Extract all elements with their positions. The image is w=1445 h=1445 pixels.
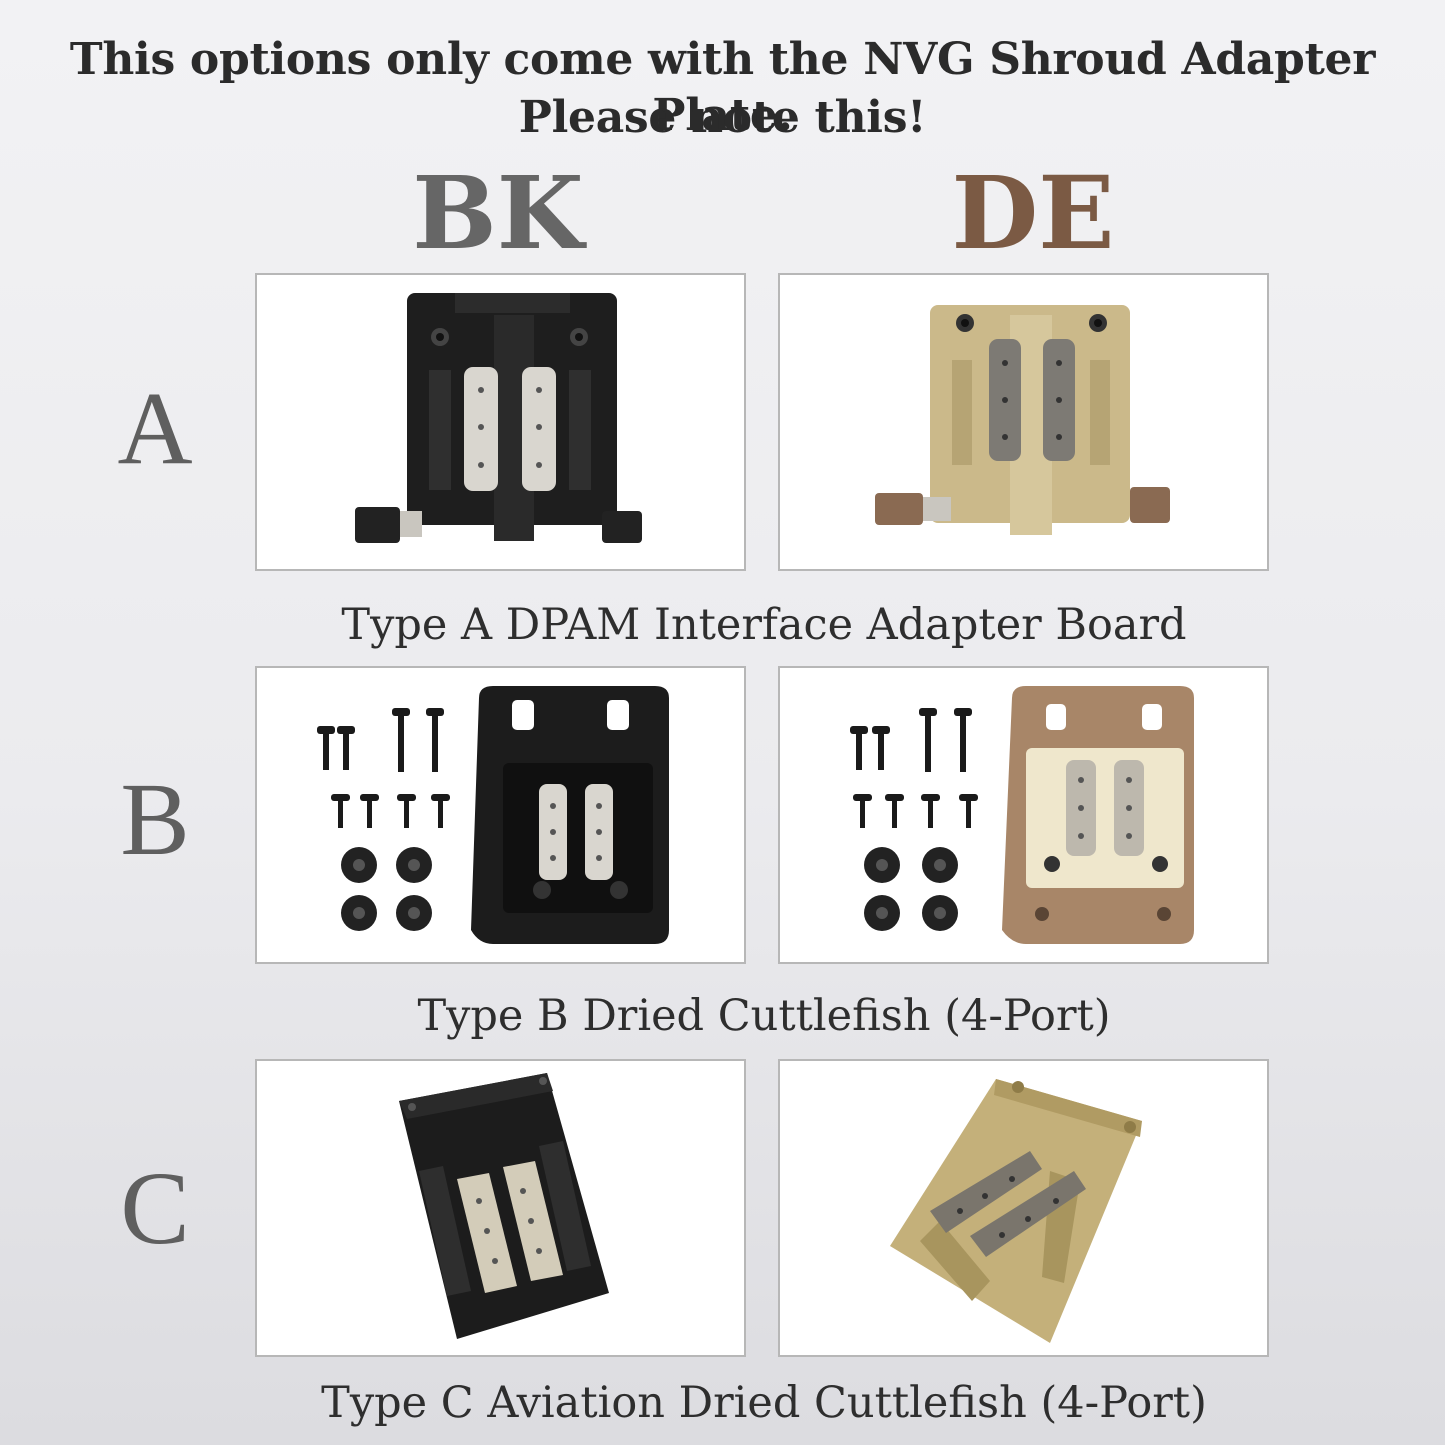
row-letter-b: B	[120, 762, 190, 877]
panel-c-bk[interactable]	[255, 1059, 746, 1357]
panel-c-de[interactable]	[778, 1059, 1269, 1357]
caption-type-c: Type C Aviation Dried Cuttlefish (4-Port…	[321, 1378, 1207, 1428]
caption-type-b: Type B Dried Cuttlefish (4-Port)	[417, 991, 1111, 1041]
adapter-a-bk-image	[355, 293, 642, 543]
adapter-c-bk-image	[399, 1073, 609, 1339]
panel-a-de[interactable]	[778, 273, 1269, 571]
headline-line-2: Please note this!	[518, 92, 927, 143]
adapter-b-bk-image	[317, 686, 669, 944]
row-letter-a: A	[117, 371, 193, 486]
column-label-bk: BK	[412, 154, 584, 272]
panel-b-bk[interactable]	[255, 666, 746, 964]
adapter-a-de-image	[875, 305, 1170, 535]
headline-line-1: This options only come with the NVG Shro…	[69, 34, 1376, 141]
adapter-b-de-image	[850, 686, 1194, 944]
caption-type-a: Type A DPAM Interface Adapter Board	[341, 600, 1187, 650]
adapter-c-de-image	[890, 1079, 1142, 1343]
panel-a-bk[interactable]	[255, 273, 746, 571]
column-label-de: DE	[951, 154, 1115, 272]
panel-b-de[interactable]	[778, 666, 1269, 964]
row-letter-c: C	[120, 1151, 190, 1266]
